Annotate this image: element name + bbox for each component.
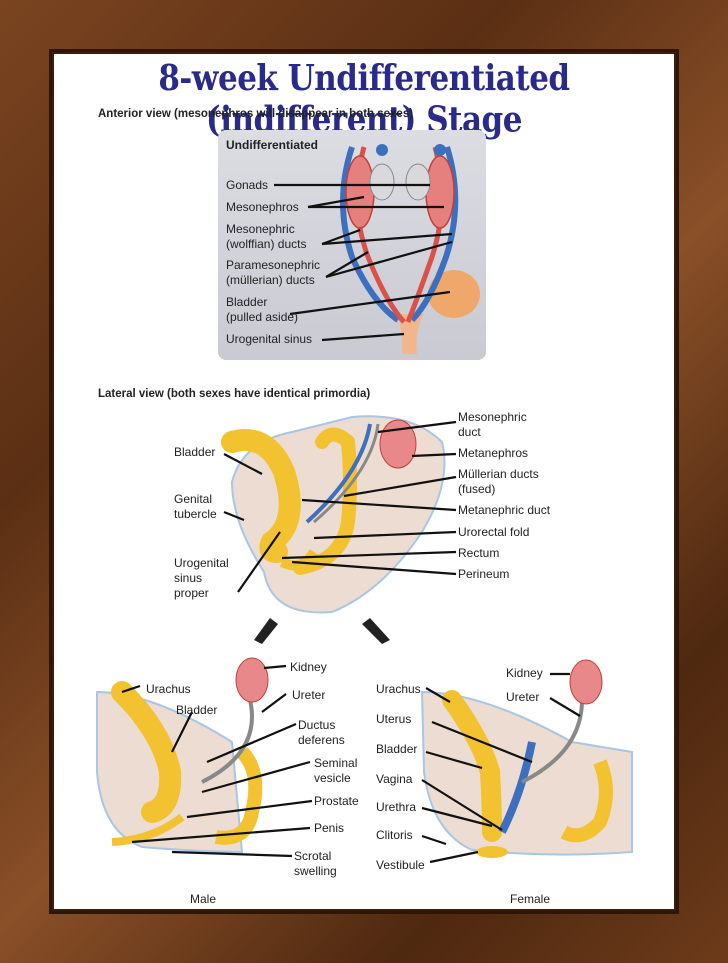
label-ug-sinus-2: sinus: [174, 571, 202, 586]
label-urethra: Urethra: [376, 800, 416, 815]
transition-arrows: [254, 618, 390, 644]
right-mesonephros: [426, 156, 454, 228]
label-metanephros: Metanephros: [458, 446, 528, 461]
label-female-kidney: Kidney: [506, 666, 543, 681]
label-bladder-1: Bladder: [226, 295, 267, 310]
label-male-urachus: Urachus: [146, 682, 191, 697]
male-caption: Male: [190, 892, 216, 907]
left-gonad: [370, 164, 394, 200]
label-mullerian-2: (fused): [458, 482, 495, 497]
lateral-heading: Lateral view (both sexes have identical …: [98, 388, 370, 400]
female-caption: Female: [510, 892, 550, 907]
label-mesonephros: Mesonephros: [226, 200, 299, 215]
label-metanephric-duct: Metanephric duct: [458, 503, 550, 518]
label-uterus: Uterus: [376, 712, 411, 727]
diagram-drawings: [52, 52, 676, 911]
label-penis: Penis: [314, 821, 344, 836]
label-vestibule: Vestibule: [376, 858, 425, 873]
label-seminal-2: vesicle: [314, 771, 351, 786]
label-female-ureter: Ureter: [506, 690, 539, 705]
female-kidney: [570, 660, 602, 704]
female-vestibule: [476, 846, 508, 858]
label-paramesonephric-ducts-2: (müllerian) ducts: [226, 273, 315, 288]
label-ductus-2: deferens: [298, 733, 345, 748]
right-vessel: [434, 144, 446, 156]
label-male-bladder: Bladder: [176, 703, 217, 718]
arrow-to-male: [254, 618, 278, 644]
label-clitoris: Clitoris: [376, 828, 413, 843]
label-mesonephric-ducts-1: Mesonephric: [226, 222, 295, 237]
label-mullerian-1: Müllerian ducts: [458, 467, 539, 482]
label-mesonephric-duct-2: duct: [458, 425, 481, 440]
label-female-urachus: Urachus: [376, 682, 421, 697]
label-scrotal-1: Scrotal: [294, 849, 331, 864]
label-lateral-bladder: Bladder: [174, 445, 215, 460]
label-mesonephric-duct-1: Mesonephric: [458, 410, 527, 425]
label-ug-sinus-1: Urogenital: [174, 556, 229, 571]
arrow-to-female: [362, 618, 390, 644]
label-mesonephric-ducts-2: (wolffian) ducts: [226, 237, 306, 252]
label-paramesonephric-ducts-1: Paramesonephric: [226, 258, 320, 273]
label-gonads: Gonads: [226, 178, 268, 193]
right-gonad: [406, 164, 430, 200]
label-vagina: Vagina: [376, 772, 412, 787]
label-male-kidney: Kidney: [290, 660, 327, 675]
label-ug-sinus-3: proper: [174, 586, 209, 601]
male-illustration: [97, 658, 312, 856]
male-kidney: [236, 658, 268, 702]
lateral-illustration: [224, 416, 456, 612]
label-ductus-1: Ductus: [298, 718, 335, 733]
anterior-panel-title: Undifferentiated: [226, 138, 318, 153]
left-vessel: [376, 144, 388, 156]
label-female-bladder: Bladder: [376, 742, 417, 757]
label-male-ureter: Ureter: [292, 688, 325, 703]
label-perineum: Perineum: [458, 567, 509, 582]
label-prostate: Prostate: [314, 794, 359, 809]
label-rectum: Rectum: [458, 546, 499, 561]
label-urogenital-sinus: Urogenital sinus: [226, 332, 312, 347]
label-urorectal-fold: Urorectal fold: [458, 525, 529, 540]
label-seminal-1: Seminal: [314, 756, 357, 771]
label-genital-tubercle-2: tubercle: [174, 507, 217, 522]
label-scrotal-2: swelling: [294, 864, 337, 879]
label-bladder-2: (pulled aside): [226, 310, 298, 325]
label-genital-tubercle-1: Genital: [174, 492, 212, 507]
left-mesonephros: [346, 156, 374, 228]
poster-paper: 8-week Undifferentiated (indifferent) St…: [52, 52, 676, 911]
